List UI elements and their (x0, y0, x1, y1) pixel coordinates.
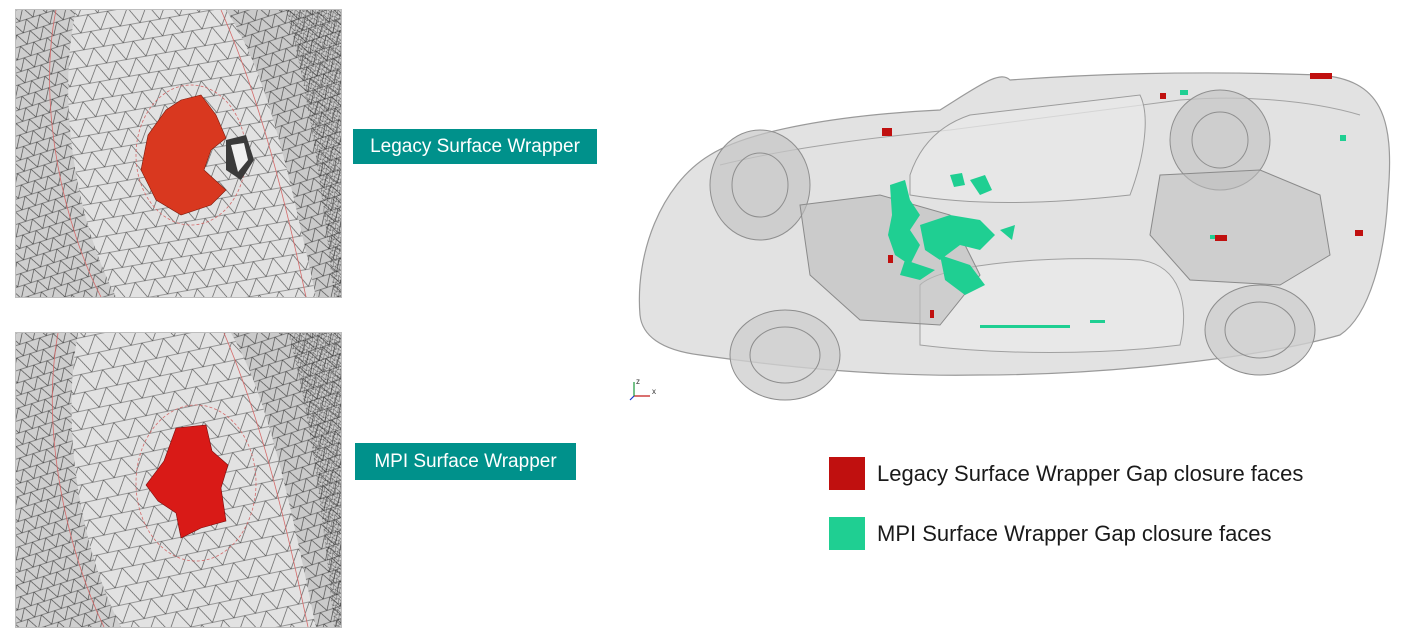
axis-triad-svg: z x (629, 377, 656, 401)
legacy-gap-faces (882, 73, 1363, 318)
legend-label-legacy: Legacy Surface Wrapper Gap closure faces (877, 460, 1304, 486)
legacy-gap-patch (140, 94, 227, 216)
mpi-surface-wrapper-label: MPI Surface Wrapper (355, 443, 576, 480)
legend-label-mpi: MPI Surface Wrapper Gap closure faces (877, 520, 1272, 546)
mpi-mesh-svg (16, 333, 341, 627)
axis-triad: z x (628, 374, 662, 402)
mpi-gap-patch (145, 424, 229, 539)
car-geometry-view (620, 55, 1400, 415)
car-svg (638, 72, 1391, 401)
axis-z-label: z (636, 377, 640, 386)
legacy-mesh-image (15, 9, 342, 298)
legend-item-mpi: MPI Surface Wrapper Gap closure faces (829, 517, 1272, 550)
mpi-mesh-image (15, 332, 342, 628)
legacy-surface-wrapper-label: Legacy Surface Wrapper (353, 129, 597, 164)
legend-item-legacy: Legacy Surface Wrapper Gap closure faces (829, 457, 1303, 490)
axis-x-label: x (652, 387, 656, 396)
legacy-mesh-svg (16, 10, 341, 297)
legend-swatch-legacy (829, 457, 865, 490)
legend-swatch-mpi (829, 517, 865, 550)
